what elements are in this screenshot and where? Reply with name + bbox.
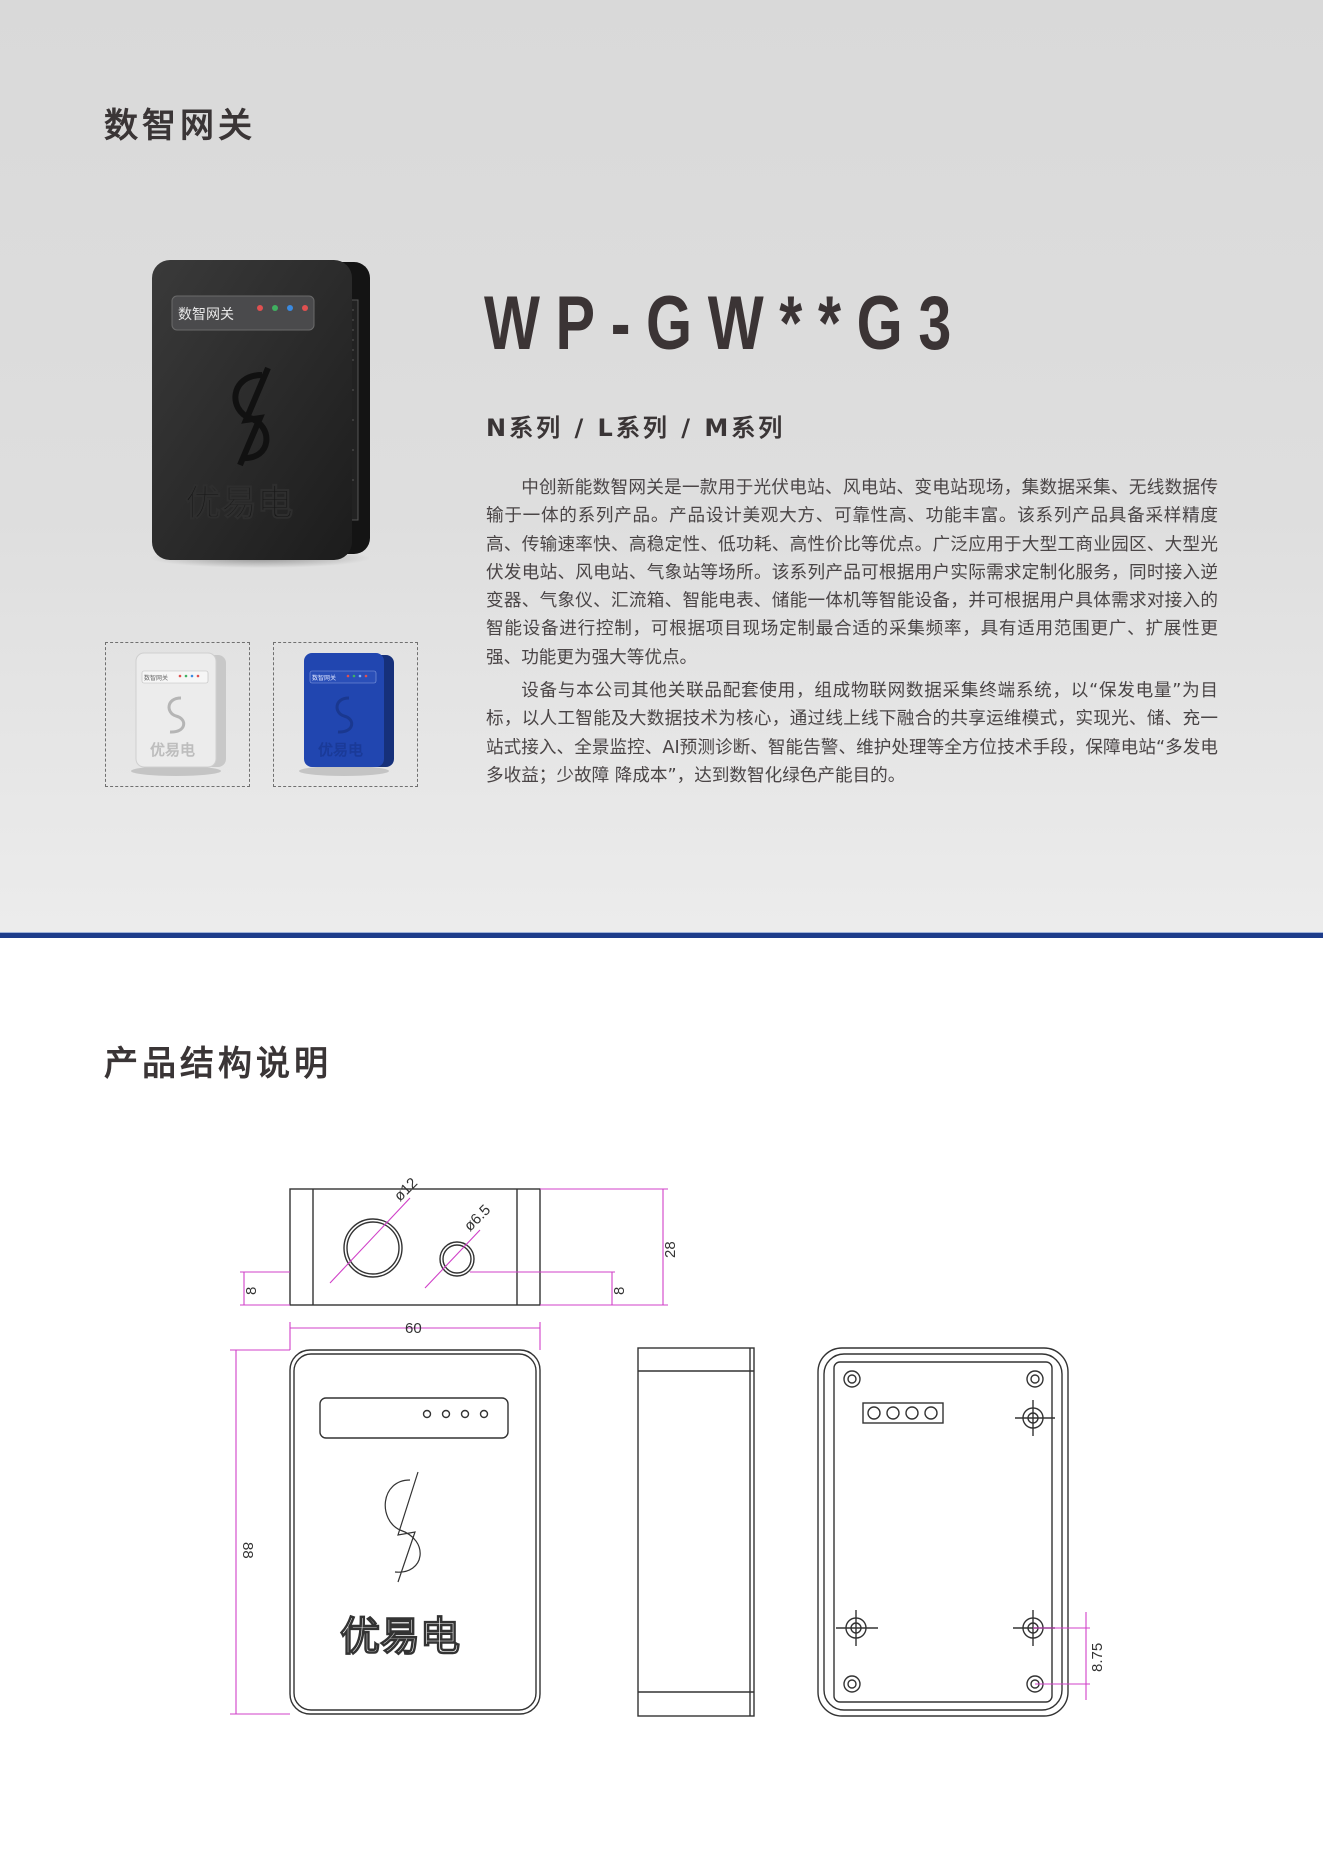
section-divider — [0, 932, 1323, 938]
product-description: 中创新能数智网关是一款用于光伏电站、风电站、变电站现场，集数据采集、无线数据传输… — [486, 474, 1218, 795]
svg-text:优易电: 优易电 — [340, 1615, 460, 1659]
svg-text:ø6.5: ø6.5 — [461, 1202, 494, 1235]
description-paragraph-2: 设备与本公司其他关联品配套使用，组成物联网数据采集终端系统，以“保发电量”为目标… — [486, 681, 1218, 786]
svg-text:ø12: ø12 — [391, 1175, 421, 1205]
svg-text:28: 28 — [662, 1241, 679, 1258]
variant-thumb-white: 数智网关 优易电 — [105, 642, 250, 787]
svg-text:数智网关: 数智网关 — [312, 674, 336, 682]
svg-text:数智网关: 数智网关 — [144, 674, 168, 682]
svg-text:数智网关: 数智网关 — [178, 306, 234, 322]
model-number: WP-GW**G3 — [484, 281, 967, 366]
section-title-gateway: 数智网关 — [104, 106, 256, 146]
svg-text:88: 88 — [239, 1542, 256, 1559]
section-title-structure: 产品结构说明 — [104, 1044, 332, 1084]
technical-drawing: 优易电 ø12 ø6.5 8 8 — [220, 1170, 1120, 1730]
device-photo-black: 数智网关 优易电 — [150, 250, 372, 570]
svg-text:优易电: 优易电 — [150, 741, 195, 759]
description-paragraph-1: 中创新能数智网关是一款用于光伏电站、风电站、变电站现场，集数据采集、无线数据传输… — [486, 478, 1218, 668]
svg-text:优易电: 优易电 — [318, 741, 363, 759]
series-list: N系列 / L系列 / M系列 — [486, 414, 786, 442]
svg-text:8: 8 — [611, 1287, 628, 1295]
svg-text:60: 60 — [405, 1320, 422, 1337]
svg-text:优易电: 优易电 — [185, 482, 293, 523]
svg-text:8: 8 — [243, 1287, 260, 1295]
svg-text:8.75: 8.75 — [1089, 1643, 1106, 1672]
variant-thumb-blue: 数智网关 优易电 — [273, 642, 418, 787]
